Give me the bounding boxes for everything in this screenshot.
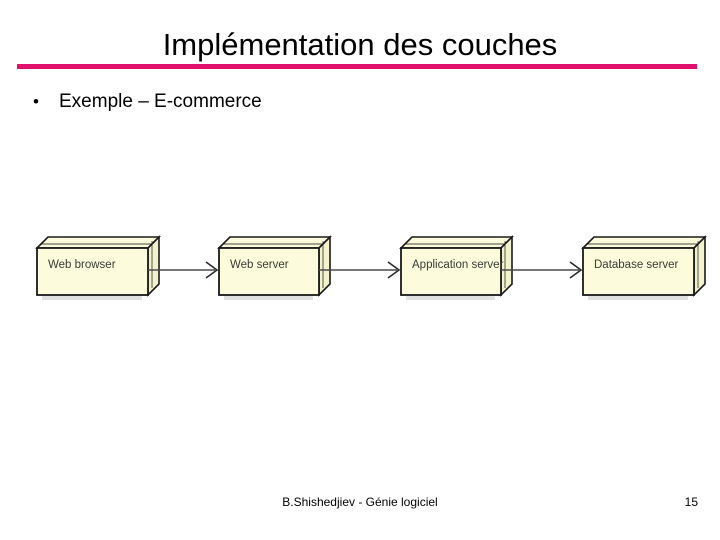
bullet-marker-icon: • xyxy=(33,92,39,111)
node-web-server[interactable]: Web server xyxy=(217,235,332,300)
node-web-browser[interactable]: Web browser xyxy=(35,235,161,300)
edge-browser-to-web-server[interactable] xyxy=(148,261,219,279)
bullet-list-item: • Exemple – E-commerce xyxy=(33,90,262,114)
node-label: Database server xyxy=(594,259,679,271)
page-number: 15 xyxy=(684,495,698,509)
edge-application-server-to-database-server[interactable] xyxy=(501,261,583,279)
page-title: Implémentation des couches xyxy=(162,27,558,62)
node-label: Application server xyxy=(412,259,504,271)
footer-author-text: B.Shishedjiev - Génie logiciel xyxy=(282,495,438,509)
node-database-server[interactable]: Database server xyxy=(581,235,707,300)
title-underline-rule xyxy=(17,64,697,69)
node-label: Web server xyxy=(230,259,289,271)
edge-web-server-to-application-server[interactable] xyxy=(319,261,401,279)
bullet-item-label: Exemple – E-commerce xyxy=(59,91,262,112)
node-application-server[interactable]: Application server xyxy=(399,235,514,300)
node-label: Web browser xyxy=(48,259,116,271)
